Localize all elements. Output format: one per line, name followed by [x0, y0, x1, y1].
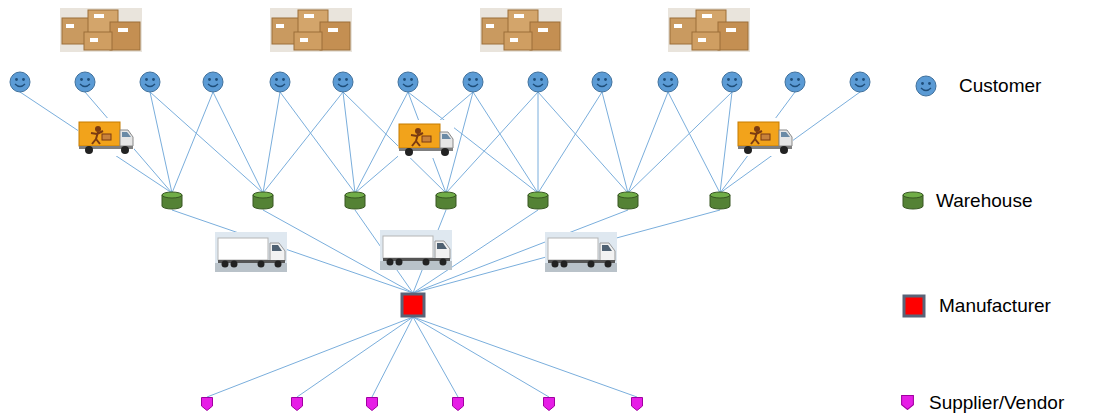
- legend-label: Supplier/Vendor: [929, 391, 1064, 415]
- legend-label: Warehouse: [936, 189, 1032, 213]
- supplier-icons: [367, 398, 378, 411]
- customer-warehouse-lines: [668, 92, 720, 193]
- customer-warehouse-lines: [20, 92, 860, 193]
- customer-warehouse-lines: [538, 92, 539, 193]
- customer-warehouse-lines: [150, 92, 263, 193]
- legend-samples: [903, 192, 923, 209]
- customer-icons: [203, 72, 223, 92]
- customer-icons: [270, 72, 290, 92]
- supplier-icons: [292, 398, 303, 411]
- customer-warehouse-lines: [628, 92, 732, 193]
- supplier-icons: [544, 398, 555, 411]
- warehouse-icons: [253, 192, 273, 209]
- supplier-manufacturer-lines: [297, 317, 413, 397]
- customer-warehouse-lines: [280, 92, 355, 193]
- warehouse-icons: [162, 192, 182, 209]
- customer-icons: [333, 72, 353, 92]
- warehouse-icons: [618, 192, 638, 209]
- supplier-manufacturer-lines: [372, 317, 413, 397]
- delivery-vans: [398, 120, 454, 158]
- customer-warehouse-lines: [20, 92, 172, 193]
- customer-icons: [592, 72, 612, 92]
- warehouse-icons: [528, 192, 548, 209]
- customer-icons: [140, 72, 160, 92]
- supplier-icons: [453, 398, 464, 411]
- customer-icons: [528, 72, 548, 92]
- freight-trucks: [215, 230, 617, 272]
- customer-warehouse-lines: [343, 92, 355, 193]
- legend-samples: [904, 296, 924, 316]
- customer-warehouse-lines: [602, 92, 628, 193]
- customer-warehouse-lines: [720, 92, 732, 193]
- delivery-vans: [78, 118, 134, 156]
- manufacturer-icon: [402, 294, 424, 316]
- customer-warehouse-lines: [720, 92, 795, 193]
- supplier-manufacturer-lines: [413, 317, 458, 397]
- warehouse-manufacturer-lines: [172, 210, 413, 293]
- legend-label: Manufacturer: [939, 294, 1051, 318]
- customer-warehouse-lines: [263, 92, 343, 193]
- parcel-boxes: [270, 8, 352, 52]
- customer-warehouse-lines: [538, 92, 628, 193]
- parcel-boxes: [60, 8, 750, 52]
- delivery-vans: [737, 118, 793, 156]
- customer-warehouse-lines: [150, 92, 172, 193]
- parcel-boxes: [60, 8, 142, 52]
- customer-warehouse-lines: [355, 92, 473, 193]
- supplier-manufacturer-lines: [413, 317, 549, 397]
- customer-icons: [785, 72, 805, 92]
- customer-icons: [658, 72, 678, 92]
- customer-icons: [10, 72, 30, 92]
- warehouse-icons: [345, 192, 365, 209]
- supplier-icons: [202, 398, 213, 411]
- customer-icons: [463, 72, 483, 92]
- customer-icons: [722, 72, 742, 92]
- freight-trucks: [545, 232, 617, 272]
- customer-warehouse-lines: [473, 92, 538, 193]
- customer-warehouse-lines: [263, 92, 280, 193]
- supplier-icons: [202, 398, 643, 411]
- legend-label: Customer: [959, 74, 1041, 98]
- customer-icons: [10, 72, 870, 92]
- supplier-manufacturer-lines: [207, 317, 413, 397]
- delivery-vans: [78, 118, 793, 158]
- parcel-boxes: [668, 8, 750, 52]
- customer-warehouse-lines: [538, 92, 602, 193]
- freight-trucks: [215, 232, 287, 272]
- warehouse-icons: [710, 192, 730, 209]
- warehouse-manufacturer-lines: [172, 210, 720, 293]
- customer-icons: [75, 72, 95, 92]
- warehouse-icons: [162, 192, 730, 209]
- customer-warehouse-lines: [446, 92, 538, 193]
- parcel-boxes: [480, 8, 562, 52]
- warehouse-manufacturer-lines: [413, 210, 720, 293]
- freight-trucks: [380, 230, 452, 270]
- customer-warehouse-lines: [720, 92, 860, 193]
- legend-samples: [902, 76, 936, 409]
- customer-icons: [398, 72, 418, 92]
- customer-icons: [850, 72, 870, 92]
- legend-samples: [916, 76, 936, 96]
- legend-samples: [902, 396, 914, 410]
- customer-warehouse-lines: [628, 92, 668, 193]
- supplier-manufacturer-lines: [413, 317, 637, 397]
- supplier-icons: [632, 398, 643, 411]
- supplier-manufacturer-lines: [207, 317, 637, 397]
- customer-warehouse-lines: [213, 92, 263, 193]
- warehouse-icons: [436, 192, 456, 209]
